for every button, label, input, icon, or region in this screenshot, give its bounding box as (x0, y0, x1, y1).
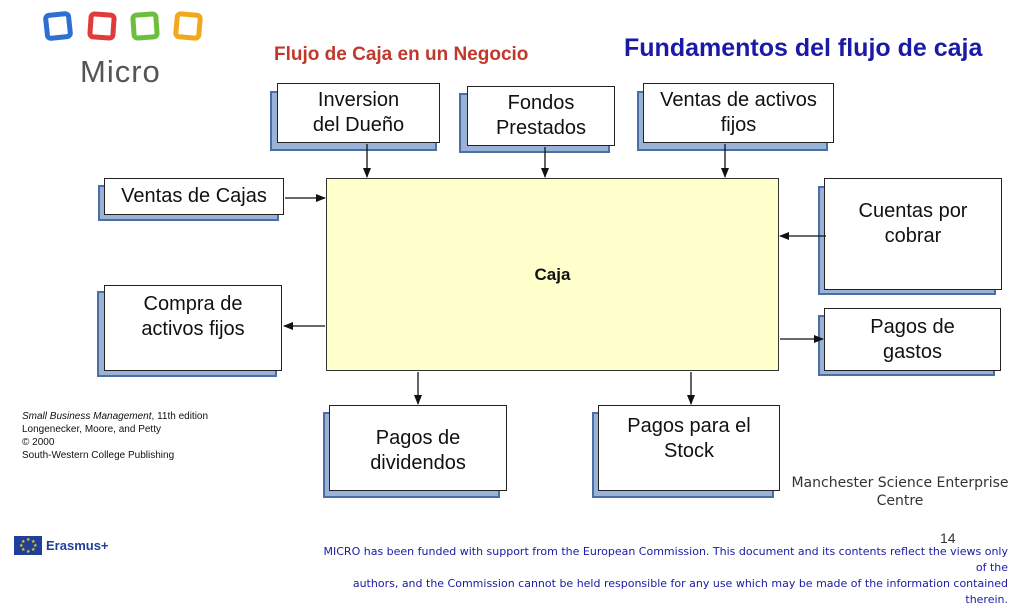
eu-flag-icon: ★★★ ★★★ ★★ (14, 536, 42, 555)
box-inversion-dueno: Inversion del Dueño (277, 83, 440, 143)
citation-edition: , 11th edition (151, 411, 209, 422)
box-compra-activos-fijos: Compra de activos fijos (104, 285, 282, 371)
citation-book: Small Business Management (22, 411, 152, 422)
disclaimer-line-2: authors, and the Commission cannot be he… (352, 577, 1008, 606)
funding-disclaimer: MICRO has been funded with support from … (318, 544, 1008, 608)
flow-arrows (283, 144, 826, 405)
center-caja: Caja (326, 178, 779, 371)
citation-year: © 2000 (22, 437, 55, 448)
logo-text: Micro (80, 54, 161, 89)
box-pagos-gastos: Pagos de gastos (824, 308, 1001, 371)
diagram-subtitle: Flujo de Caja en un Negocio (274, 44, 529, 65)
box-cuentas-por-cobrar: Cuentas por cobrar (824, 178, 1002, 290)
erasmus-logo: ★★★ ★★★ ★★ Erasmus+ (14, 536, 109, 555)
citation: Small Business Management, 11th edition … (22, 410, 208, 462)
box-pagos-dividendos: Pagos de dividendos (329, 405, 507, 491)
citation-line-1: Small Business Management, 11th edition (22, 410, 208, 423)
affiliation: Manchester Science Enterprise Centre (791, 475, 1009, 509)
disclaimer-line-1: MICRO has been funded with support from … (323, 545, 1008, 574)
citation-publisher: South-Western College Publishing (22, 450, 175, 461)
page-number: 14 (940, 530, 956, 546)
slide-title: Fundamentos del flujo de caja (624, 34, 983, 62)
box-fondos-prestados: Fondos Prestados (467, 86, 615, 146)
micro-logo: Micro (0, 0, 220, 90)
citation-authors: Longenecker, Moore, and Petty (22, 424, 161, 435)
erasmus-label: Erasmus+ (46, 538, 109, 553)
box-pagos-stock: Pagos para el Stock (598, 405, 780, 491)
box-ventas-activos-fijos: Ventas de activos fijos (643, 83, 834, 143)
box-ventas-cajas: Ventas de Cajas (104, 178, 284, 215)
